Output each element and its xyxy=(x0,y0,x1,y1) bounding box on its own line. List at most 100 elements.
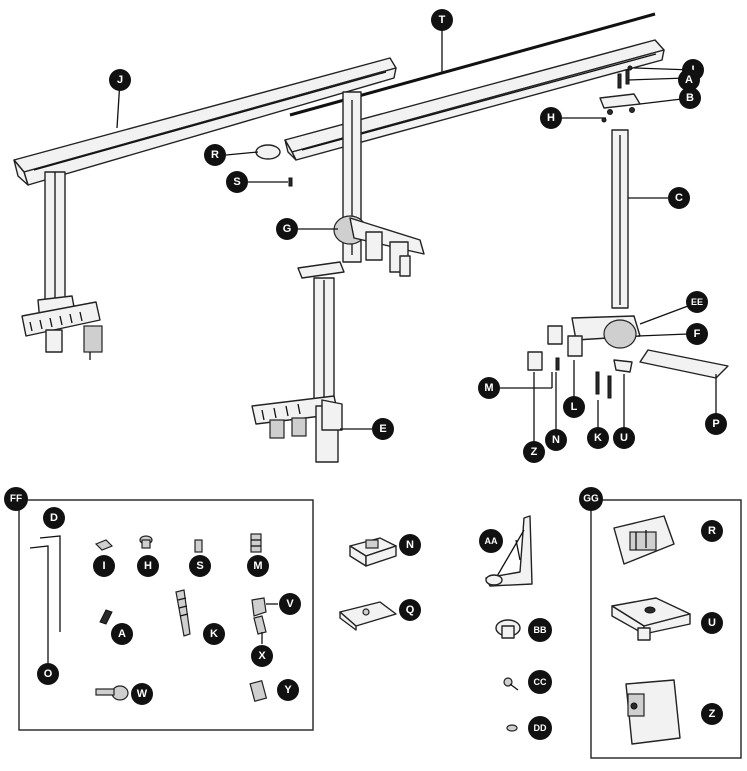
label-b: B xyxy=(679,87,701,109)
part-aa xyxy=(485,515,533,587)
hex-keys xyxy=(29,535,61,658)
label-gg-r: R xyxy=(701,520,723,542)
svg-text:GG: GG xyxy=(583,494,599,505)
label-e: E xyxy=(372,418,394,440)
part-crossbar-j xyxy=(13,57,397,186)
svg-text:S: S xyxy=(233,176,240,188)
svg-text:Z: Z xyxy=(531,446,538,458)
svg-text:O: O xyxy=(44,668,53,680)
svg-text:C: C xyxy=(675,192,683,204)
label-k: K xyxy=(587,427,609,449)
svg-text:DD: DD xyxy=(534,723,547,733)
svg-text:A: A xyxy=(118,628,126,640)
svg-text:AA: AA xyxy=(485,536,498,546)
svg-text:R: R xyxy=(708,525,716,537)
nut-i xyxy=(94,539,114,551)
label-dd: DD xyxy=(528,716,552,740)
svg-text:E: E xyxy=(379,423,386,435)
label-ff-v: V xyxy=(279,593,301,615)
gg-part-z xyxy=(625,679,681,745)
part-screw-s xyxy=(288,177,293,187)
svg-text:X: X xyxy=(258,650,266,662)
label-c: C xyxy=(668,187,690,209)
part-bb xyxy=(495,619,521,639)
label-ff-x: X xyxy=(251,645,273,667)
ff-labels: FF D I H S M V A K X O W Y xyxy=(4,487,301,705)
svg-text:F: F xyxy=(694,328,701,340)
label-t: T xyxy=(431,9,453,31)
svg-text:L: L xyxy=(571,401,578,413)
part-cc xyxy=(503,677,519,691)
svg-text:BB: BB xyxy=(534,625,547,635)
label-ff: FF xyxy=(4,487,28,511)
svg-text:D: D xyxy=(50,512,58,524)
part-q xyxy=(339,601,397,631)
label-loose-q: Q xyxy=(399,599,421,621)
part-post-c xyxy=(599,65,641,309)
part-crossbar-right xyxy=(284,39,665,161)
gg-labels: GG R U Z xyxy=(579,487,723,725)
label-d: D xyxy=(43,507,65,529)
clip-x xyxy=(253,615,267,635)
svg-text:R: R xyxy=(211,149,219,161)
label-j: J xyxy=(109,69,131,91)
label-cc: CC xyxy=(528,670,552,694)
svg-text:Y: Y xyxy=(284,684,292,696)
part-dd xyxy=(506,724,518,732)
svg-text:N: N xyxy=(406,539,414,551)
svg-text:CC: CC xyxy=(534,677,547,687)
label-u: U xyxy=(613,427,635,449)
label-h: H xyxy=(540,107,562,129)
label-ff-w: W xyxy=(131,683,153,705)
label-m: M xyxy=(478,377,500,399)
label-f: F xyxy=(686,323,708,345)
label-p: P xyxy=(705,413,727,435)
part-leg-e xyxy=(251,261,345,463)
gg-part-r xyxy=(613,515,675,565)
svg-text:H: H xyxy=(547,112,555,124)
loose-labels: N Q AA BB CC DD xyxy=(399,529,552,740)
screw-a xyxy=(99,609,113,625)
label-l: L xyxy=(563,396,585,418)
svg-text:M: M xyxy=(484,382,493,394)
svg-text:U: U xyxy=(620,432,628,444)
svg-text:K: K xyxy=(210,628,218,640)
part-n xyxy=(349,537,397,567)
label-a: A xyxy=(678,69,700,91)
svg-text:A: A xyxy=(685,74,693,86)
svg-text:K: K xyxy=(594,432,602,444)
label-n: N xyxy=(545,429,567,451)
svg-text:W: W xyxy=(137,688,148,700)
label-ff-i: I xyxy=(93,555,115,577)
label-gg-z: Z xyxy=(701,703,723,725)
label-ff-k: K xyxy=(203,623,225,645)
svg-text:T: T xyxy=(439,14,446,26)
label-gg-u: U xyxy=(701,612,723,634)
svg-text:Z: Z xyxy=(709,708,716,720)
screw-s xyxy=(194,539,203,553)
svg-text:G: G xyxy=(283,223,292,235)
svg-text:Q: Q xyxy=(406,604,415,616)
bolt-m xyxy=(250,533,262,553)
label-ff-y: Y xyxy=(277,679,299,701)
top-labels: T J I A B H R S C G EE F M P E L Z N K U xyxy=(109,9,727,463)
clip-v xyxy=(251,597,267,617)
label-r: R xyxy=(204,144,226,166)
bolt-k xyxy=(175,589,191,637)
svg-text:I: I xyxy=(102,560,105,572)
kit-gg-box: GG R U Z xyxy=(579,487,742,759)
key-w xyxy=(95,685,129,701)
ff-leaders xyxy=(47,603,278,664)
label-ff-h: H xyxy=(137,555,159,577)
svg-text:U: U xyxy=(708,617,716,629)
label-ee: EE xyxy=(686,291,708,313)
label-bb: BB xyxy=(528,618,552,642)
cap-h xyxy=(139,535,153,549)
loose-parts: N Q AA BB CC DD xyxy=(339,515,552,740)
label-g: G xyxy=(276,218,298,240)
label-aa: AA xyxy=(479,529,503,553)
kit-ff-box: FF D I H S M V A K X O W Y xyxy=(4,487,314,731)
label-ff-s: S xyxy=(189,555,211,577)
label-loose-n: N xyxy=(399,534,421,556)
